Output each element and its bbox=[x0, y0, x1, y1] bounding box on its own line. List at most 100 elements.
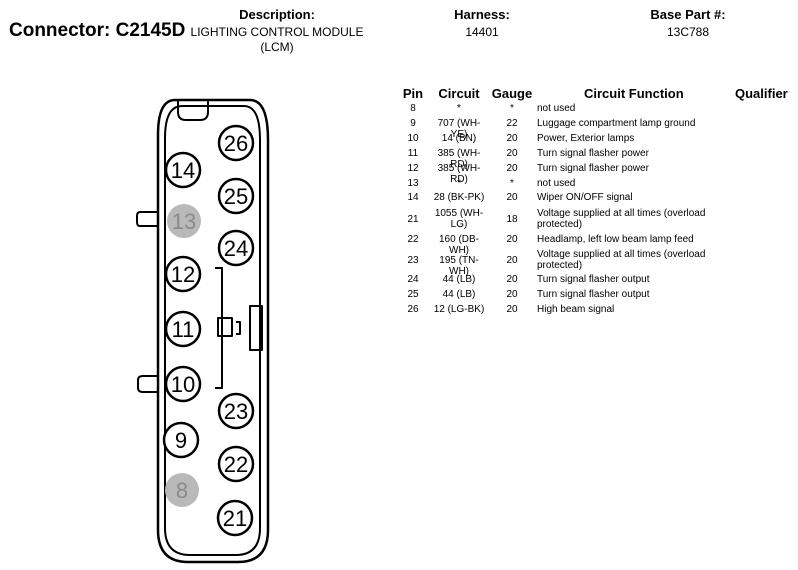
table-cell-gauge: 20 bbox=[506, 255, 518, 266]
pin-number: 11 bbox=[172, 317, 195, 342]
pin-circle bbox=[167, 204, 201, 238]
connector-pin-12: 12 bbox=[164, 255, 202, 293]
table-cell-gauge: 18 bbox=[506, 214, 518, 225]
pin-number: 8 bbox=[176, 478, 188, 503]
table-cell-pin: 14 bbox=[407, 192, 419, 203]
table-cell-gauge: 20 bbox=[506, 148, 518, 159]
table-cell-pin: 21 bbox=[407, 214, 419, 225]
table-cell-pin: 10 bbox=[407, 133, 419, 144]
table-cell-function: Turn signal flasher output bbox=[537, 274, 650, 285]
table-cell-circuit: 385 (WH-RD) bbox=[437, 163, 481, 185]
table-cell-pin: 12 bbox=[407, 163, 419, 174]
description-value: LIGHTING CONTROL MODULE (LCM) bbox=[176, 25, 378, 55]
table-cell-circuit: LG) bbox=[450, 219, 468, 230]
table-cell-function: protected) bbox=[537, 260, 583, 271]
connector-pin-13: 13 bbox=[167, 204, 201, 238]
table-cell-circuit: * bbox=[457, 178, 461, 189]
harness-value: 14401 bbox=[465, 25, 499, 39]
table-cell-circuit: 14 (BN) bbox=[441, 133, 477, 144]
table-cell-gauge: 20 bbox=[506, 274, 518, 285]
connector-pin-24: 24 bbox=[217, 229, 255, 267]
connector-pin-10: 10 bbox=[164, 365, 202, 403]
connector-housing bbox=[136, 98, 270, 564]
column-header-circuit: Circuit bbox=[438, 86, 480, 101]
table-cell-gauge: * bbox=[510, 103, 514, 114]
connector-pins: 26 14 25 13 24 12 11 10 23 9 22 8 21 bbox=[162, 124, 255, 537]
table-cell-function: Headlamp, left low beam lamp feed bbox=[537, 234, 694, 245]
pin-number: 9 bbox=[175, 428, 187, 453]
table-cell-gauge: 20 bbox=[506, 234, 518, 245]
connector-id: C2145D bbox=[115, 20, 186, 41]
pin-number: 14 bbox=[171, 158, 195, 183]
connector-label: Connector: bbox=[9, 20, 111, 41]
connector-pin-11: 11 bbox=[164, 310, 202, 348]
description-label: Description: bbox=[239, 7, 315, 22]
connector-pin-25: 25 bbox=[217, 177, 255, 215]
pin-circle bbox=[217, 229, 255, 267]
connector-pin-9: 9 bbox=[162, 421, 200, 459]
table-cell-function: Voltage supplied at all times (overload bbox=[537, 249, 706, 260]
table-cell-circuit: 44 (LB) bbox=[442, 289, 476, 300]
table-cell-pin: 8 bbox=[410, 103, 416, 114]
table-cell-function: protected) bbox=[537, 219, 583, 230]
table-cell-circuit: 12 (LG-BK) bbox=[433, 304, 485, 315]
pin-number: 12 bbox=[171, 262, 195, 287]
table-cell-pin: 26 bbox=[407, 304, 419, 315]
pin-circle bbox=[164, 365, 202, 403]
pin-circle bbox=[217, 445, 255, 483]
table-cell-pin: 24 bbox=[407, 274, 419, 285]
connector-pin-8: 8 bbox=[165, 473, 199, 507]
table-cell-gauge: 20 bbox=[506, 163, 518, 174]
connector-pin-21: 21 bbox=[216, 499, 254, 537]
table-cell-circuit: 28 (BK-PK) bbox=[433, 192, 485, 203]
table-cell-circuit: 1055 (WH- bbox=[434, 208, 484, 219]
connector-pin-22: 22 bbox=[217, 445, 255, 483]
pin-circle bbox=[164, 151, 202, 189]
pin-number: 13 bbox=[172, 209, 196, 234]
connector-face-diagram: 26 14 25 13 24 12 11 10 23 9 22 8 21 bbox=[136, 98, 270, 564]
table-cell-gauge: 20 bbox=[506, 304, 518, 315]
table-cell-gauge: 22 bbox=[506, 118, 518, 129]
table-cell-function: Power, Exterior lamps bbox=[537, 133, 635, 144]
table-cell-function: Turn signal flasher power bbox=[537, 148, 649, 159]
table-cell-gauge: 20 bbox=[506, 289, 518, 300]
table-cell-circuit: 195 (TN-WH) bbox=[439, 255, 479, 277]
connector-pin-23: 23 bbox=[217, 392, 255, 430]
pin-circle bbox=[217, 392, 255, 430]
table-cell-gauge: * bbox=[510, 178, 514, 189]
pin-circle bbox=[165, 473, 199, 507]
pin-number: 26 bbox=[224, 131, 248, 156]
table-cell-circuit: 385 (WH-RD) bbox=[437, 148, 481, 170]
column-header-qualifier: Qualifier bbox=[735, 86, 788, 101]
table-cell-gauge: 20 bbox=[506, 133, 518, 144]
table-cell-function: Turn signal flasher output bbox=[537, 289, 650, 300]
table-cell-function: Luggage compartment lamp ground bbox=[537, 118, 696, 129]
table-cell-circuit: 707 (WH-YE) bbox=[437, 118, 481, 140]
pin-number: 25 bbox=[224, 184, 248, 209]
pin-circle bbox=[164, 255, 202, 293]
description-line-2: (LCM) bbox=[260, 40, 294, 54]
pin-number: 21 bbox=[223, 506, 247, 531]
table-cell-function: Voltage supplied at all times (overload bbox=[537, 208, 706, 219]
table-cell-function: Wiper ON/OFF signal bbox=[537, 192, 633, 203]
pin-circle bbox=[162, 421, 200, 459]
description-line-1: LIGHTING CONTROL MODULE bbox=[190, 25, 364, 39]
table-cell-circuit: 44 (LB) bbox=[442, 274, 476, 285]
table-cell-pin: 13 bbox=[407, 178, 419, 189]
table-cell-pin: 23 bbox=[407, 255, 419, 266]
table-cell-circuit: * bbox=[457, 103, 461, 114]
table-cell-circuit: 160 (DB-WH) bbox=[438, 234, 479, 256]
table-cell-function: Turn signal flasher power bbox=[537, 163, 649, 174]
table-cell-function: not used bbox=[537, 178, 576, 189]
column-header-circuit-function: Circuit Function bbox=[584, 86, 684, 101]
column-header-pin: Pin bbox=[402, 86, 424, 101]
table-cell-function: High beam signal bbox=[537, 304, 615, 315]
base-part-label: Base Part #: bbox=[650, 7, 726, 22]
pin-circle bbox=[217, 177, 255, 215]
pin-circle bbox=[164, 310, 202, 348]
connector-pin-26: 26 bbox=[217, 124, 255, 162]
pin-circle bbox=[217, 124, 255, 162]
connector-title: Connector: C2145D bbox=[9, 20, 185, 42]
table-cell-gauge: 20 bbox=[506, 192, 518, 203]
pin-number: 10 bbox=[171, 372, 195, 397]
